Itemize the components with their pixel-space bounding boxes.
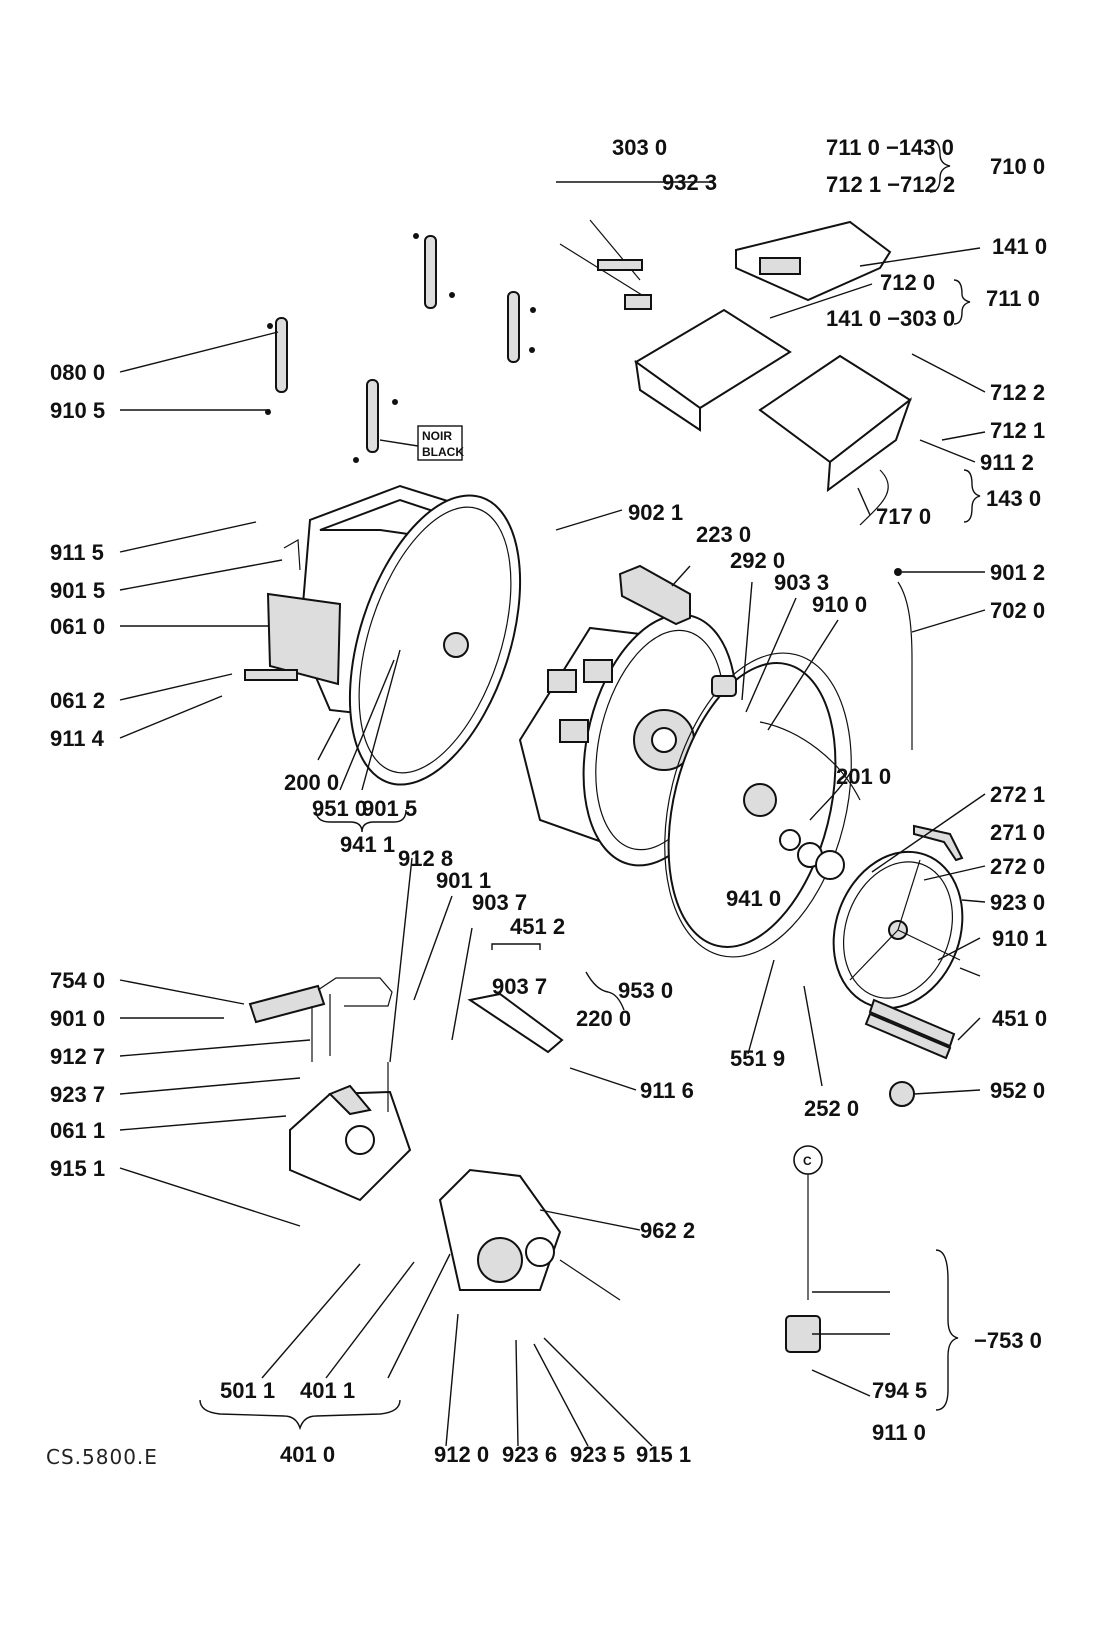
color-tag-line-2: BLACK: [422, 445, 464, 459]
pressure-switch-952: [889, 1081, 915, 1107]
label-271-0: 271 0: [990, 820, 1045, 845]
hose: [897, 581, 913, 750]
long-bolts: [311, 994, 389, 1112]
label-902-1: 902 1: [628, 500, 683, 525]
label-794-5: 794 5: [872, 1378, 927, 1403]
label-143-0: 143 0: [986, 486, 1041, 511]
label-901-5b: 901 5: [362, 796, 417, 821]
label-923-6: 923 6: [502, 1442, 557, 1467]
label-912-7: 912 7: [50, 1044, 105, 1069]
color-tag-line-1: NOIR: [422, 429, 452, 443]
leader-lines: [119, 181, 986, 1447]
label-061-1: 061 1: [50, 1118, 105, 1143]
motor-pump: [438, 1168, 621, 1301]
label-910-5: 910 5: [50, 398, 105, 423]
drain-hose: [248, 977, 393, 1024]
label-901-2: 901 2: [990, 560, 1045, 585]
label-711-0-143-0: 711 0 −143 0: [826, 135, 954, 160]
label-932-3: 932 3: [662, 170, 717, 195]
label-141-0-303-0: 141 0 −303 0: [826, 306, 955, 331]
label-401-0: 401 0: [280, 1442, 335, 1467]
label-711-0: 711 0: [986, 286, 1040, 311]
label-272-1: 272 1: [990, 782, 1045, 807]
shock-absorbers: [265, 233, 536, 463]
label-910-1: 910 1: [992, 926, 1047, 951]
tub-outer-housing: [244, 484, 522, 786]
rear-tub-shell: [664, 652, 861, 958]
circle-mark: C: [803, 1154, 812, 1168]
color-tag: NOIR BLACK: [379, 425, 464, 461]
label-712-2: 712 2: [990, 380, 1045, 405]
label-451-0: 451 0: [992, 1006, 1047, 1031]
label-941-1: 941 1: [340, 832, 395, 857]
label-272-0: 272 0: [990, 854, 1045, 879]
label-911-6: 911 6: [640, 1078, 694, 1103]
label-712-0: 712 0: [880, 270, 935, 295]
label-401-1: 401 1: [300, 1378, 355, 1403]
label-717-0: 717 0: [876, 504, 931, 529]
label-551-9: 551 9: [730, 1046, 785, 1071]
label-903-7: 903 7: [472, 890, 527, 915]
label-141-0: 141 0: [992, 234, 1047, 259]
label-903-3: 903 3: [774, 570, 829, 595]
counterweight-base: [289, 1084, 412, 1202]
label-501-1: 501 1: [220, 1378, 275, 1403]
label-754-0: 754 0: [50, 968, 105, 993]
label-753-0: −753 0: [974, 1328, 1042, 1353]
label-912-8: 912 8: [398, 846, 453, 871]
drawing-code: CS.5800.E: [46, 1445, 158, 1469]
label-911-5: 911 5: [50, 540, 104, 565]
label-061-2: 061 2: [50, 688, 105, 713]
label-061-0: 061 0: [50, 614, 105, 639]
label-451-2: 451 2: [510, 914, 565, 939]
label-911-4: 911 4: [50, 726, 105, 751]
label-292-0: 292 0: [730, 548, 785, 573]
label-710-0: 710 0: [990, 154, 1045, 179]
label-080-0: 080 0: [50, 360, 105, 385]
label-201-0: 201 0: [836, 764, 891, 789]
solenoid-valve: C: [785, 1145, 823, 1353]
label-901-0: 901 0: [50, 1006, 105, 1031]
label-962-2: 962 2: [640, 1218, 695, 1243]
label-903-7b: 903 7: [492, 974, 547, 999]
part-labels: 303 0 932 3 711 0 −143 0 712 1 −712 2 71…: [50, 135, 1047, 1467]
label-923-0: 923 0: [990, 890, 1045, 915]
label-941-0: 941 0: [726, 886, 781, 911]
drum-pulley: [832, 824, 964, 1010]
label-702-0: 702 0: [990, 598, 1045, 623]
label-223-0: 223 0: [696, 522, 751, 547]
label-915-1b: 915 1: [636, 1442, 691, 1467]
label-923-5: 923 5: [570, 1442, 625, 1467]
heating-element: [864, 998, 956, 1060]
label-915-1: 915 1: [50, 1156, 105, 1181]
label-912-0: 912 0: [434, 1442, 489, 1467]
label-910-0: 910 0: [812, 592, 867, 617]
label-951-0: 951 0: [312, 796, 367, 821]
drum: [518, 613, 738, 867]
label-712-1: 712 1: [990, 418, 1045, 443]
label-901-1: 901 1: [436, 868, 491, 893]
label-303-0: 303 0: [612, 135, 667, 160]
label-952-0: 952 0: [990, 1078, 1045, 1103]
heater-bracket: [467, 992, 564, 1054]
label-911-0: 911 0: [872, 1420, 926, 1445]
label-953-0: 953 0: [618, 978, 673, 1003]
label-901-5: 901 5: [50, 578, 105, 603]
label-923-7: 923 7: [50, 1082, 105, 1107]
label-712-1-712-2: 712 1 −712 2: [826, 172, 955, 197]
filter-block: [618, 564, 691, 626]
label-252-0: 252 0: [804, 1096, 859, 1121]
label-200-0: 200 0: [284, 770, 339, 795]
grouping-braces: [199, 139, 981, 1431]
label-220-0: 220 0: [576, 1006, 631, 1031]
detergent-dispenser: [559, 219, 913, 526]
label-911-2: 911 2: [980, 450, 1034, 475]
